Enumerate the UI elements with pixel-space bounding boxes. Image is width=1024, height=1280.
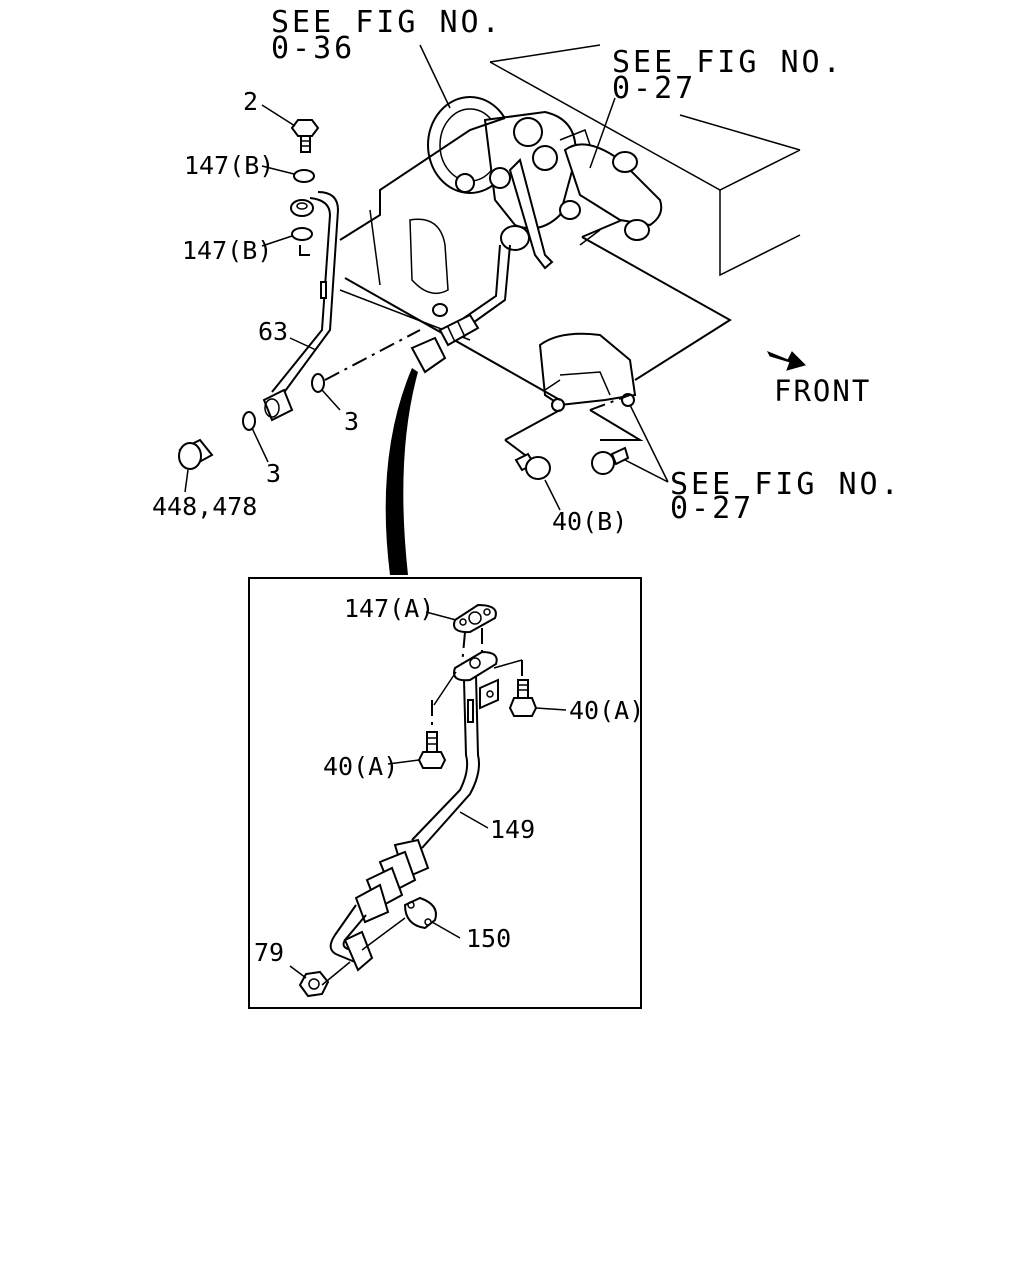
bolt-448-478 <box>178 438 214 470</box>
washer-3-lower <box>242 411 256 431</box>
part-label-2: 2 <box>243 87 258 116</box>
ref-label-line2: 0-36 <box>271 31 355 66</box>
ref-label-line1: SEE FIG NO. <box>612 45 844 80</box>
gasket-147a <box>453 603 497 634</box>
ref-label-line2: 0-27 <box>612 71 696 106</box>
front-label: FRONT <box>774 374 871 408</box>
part-label-40a-left: 40(A) <box>323 752 398 781</box>
washer-3-right <box>311 373 325 393</box>
eye-bolt-2 <box>290 119 320 153</box>
ref-label-line2: 0-27 <box>670 491 754 526</box>
part-label-147b-lower: 147(B) <box>182 236 272 265</box>
bolt-40b <box>514 452 551 480</box>
ref-label-line1: SEE FIG NO. <box>670 467 902 502</box>
front-arrow-icon <box>766 351 806 371</box>
assembly-lines <box>299 117 732 456</box>
detail-callout-arrow <box>385 368 418 575</box>
part-label-40a-right: 40(A) <box>569 696 644 725</box>
part-label-3-lower: 3 <box>266 459 281 488</box>
part-label-63: 63 <box>258 317 288 346</box>
part-label-79: 79 <box>254 938 284 967</box>
ref-label-line1: SEE FIG NO. <box>271 5 503 40</box>
rubber-hose <box>354 838 430 924</box>
part-label-147a: 147(A) <box>344 594 434 623</box>
part-label-149: 149 <box>490 815 535 844</box>
reference-fig-0-27-right: SEE FIG NO. 0-27 <box>670 467 902 526</box>
reference-fig-0-27-top: SEE FIG NO. 0-27 <box>612 45 844 106</box>
bolt-0-27-right <box>591 446 630 475</box>
part-label-448-478: 448,478 <box>152 492 257 521</box>
engine-block-outline <box>339 44 801 341</box>
washer-147b-upper <box>293 169 315 183</box>
bolt-40a-right <box>508 679 538 717</box>
detail-box <box>248 577 642 1009</box>
turbocharger <box>427 96 596 270</box>
part-label-40b: 40(B) <box>552 507 627 536</box>
washer-147b-lower <box>291 227 313 241</box>
reference-fig-0-36: SEE FIG NO. 0-36 <box>271 5 503 66</box>
oil-feed-pipe-63 <box>262 191 340 422</box>
leader-lines-upper <box>184 44 669 511</box>
gasket-150 <box>403 896 437 930</box>
oil-return-hose-upper <box>410 244 511 374</box>
part-label-150: 150 <box>466 924 511 953</box>
detail-view-149 <box>289 603 567 998</box>
exhaust-elbow <box>559 143 663 246</box>
part-label-147b-upper: 147(B) <box>184 151 274 180</box>
bolt-40a-left <box>417 731 447 769</box>
nut-79 <box>298 970 330 998</box>
part-label-3-right: 3 <box>344 407 359 436</box>
